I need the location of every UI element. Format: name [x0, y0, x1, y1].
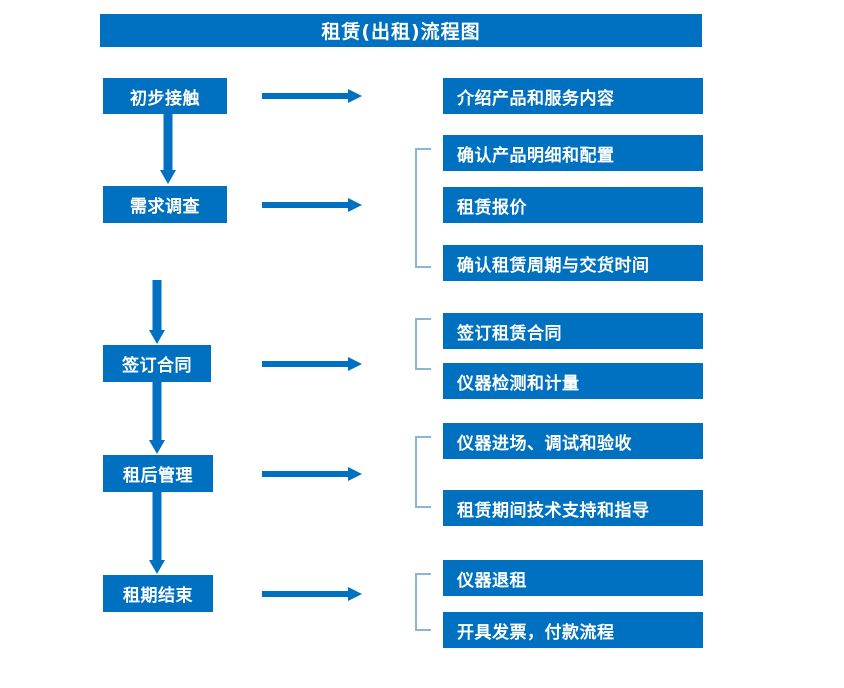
down-arrow-icon-3: [149, 382, 165, 454]
detail-box-4-1[interactable]: 仪器进场、调试和验收: [443, 423, 703, 459]
detail-box-2-2[interactable]: 租赁报价: [443, 187, 703, 223]
detail-box-1-1[interactable]: 介绍产品和服务内容: [443, 78, 703, 114]
group-bracket-4: [415, 436, 431, 508]
group-bracket-3: [415, 318, 431, 370]
right-arrow-icon-3: [262, 357, 362, 371]
detail-box-2-3[interactable]: 确认租赁周期与交货时间: [443, 245, 703, 281]
stage-box-3[interactable]: 签订合同: [103, 345, 211, 382]
detail-box-5-1[interactable]: 仪器退租: [443, 560, 703, 596]
down-arrow-icon-4: [149, 492, 165, 574]
stage-box-5[interactable]: 租期结束: [103, 575, 213, 612]
detail-box-5-2[interactable]: 开具发票，付款流程: [443, 612, 703, 648]
down-arrow-icon-1: [160, 114, 176, 184]
page-title: 租赁(出租)流程图: [100, 14, 702, 47]
right-arrow-icon-4: [262, 467, 362, 481]
right-arrow-icon-1: [262, 89, 362, 103]
stage-box-4[interactable]: 租后管理: [103, 455, 213, 492]
detail-box-3-2[interactable]: 仪器检测和计量: [443, 363, 703, 399]
group-bracket-5: [415, 573, 431, 631]
down-arrow-icon-2: [149, 280, 165, 344]
group-bracket-2: [415, 148, 431, 268]
stage-box-2[interactable]: 需求调查: [103, 186, 227, 223]
detail-box-4-2[interactable]: 租赁期间技术支持和指导: [443, 490, 703, 526]
detail-box-3-1[interactable]: 签订租赁合同: [443, 313, 703, 349]
detail-box-2-1[interactable]: 确认产品明细和配置: [443, 135, 703, 171]
stage-box-1[interactable]: 初步接触: [103, 78, 227, 114]
right-arrow-icon-5: [262, 587, 362, 601]
right-arrow-icon-2: [262, 198, 362, 212]
